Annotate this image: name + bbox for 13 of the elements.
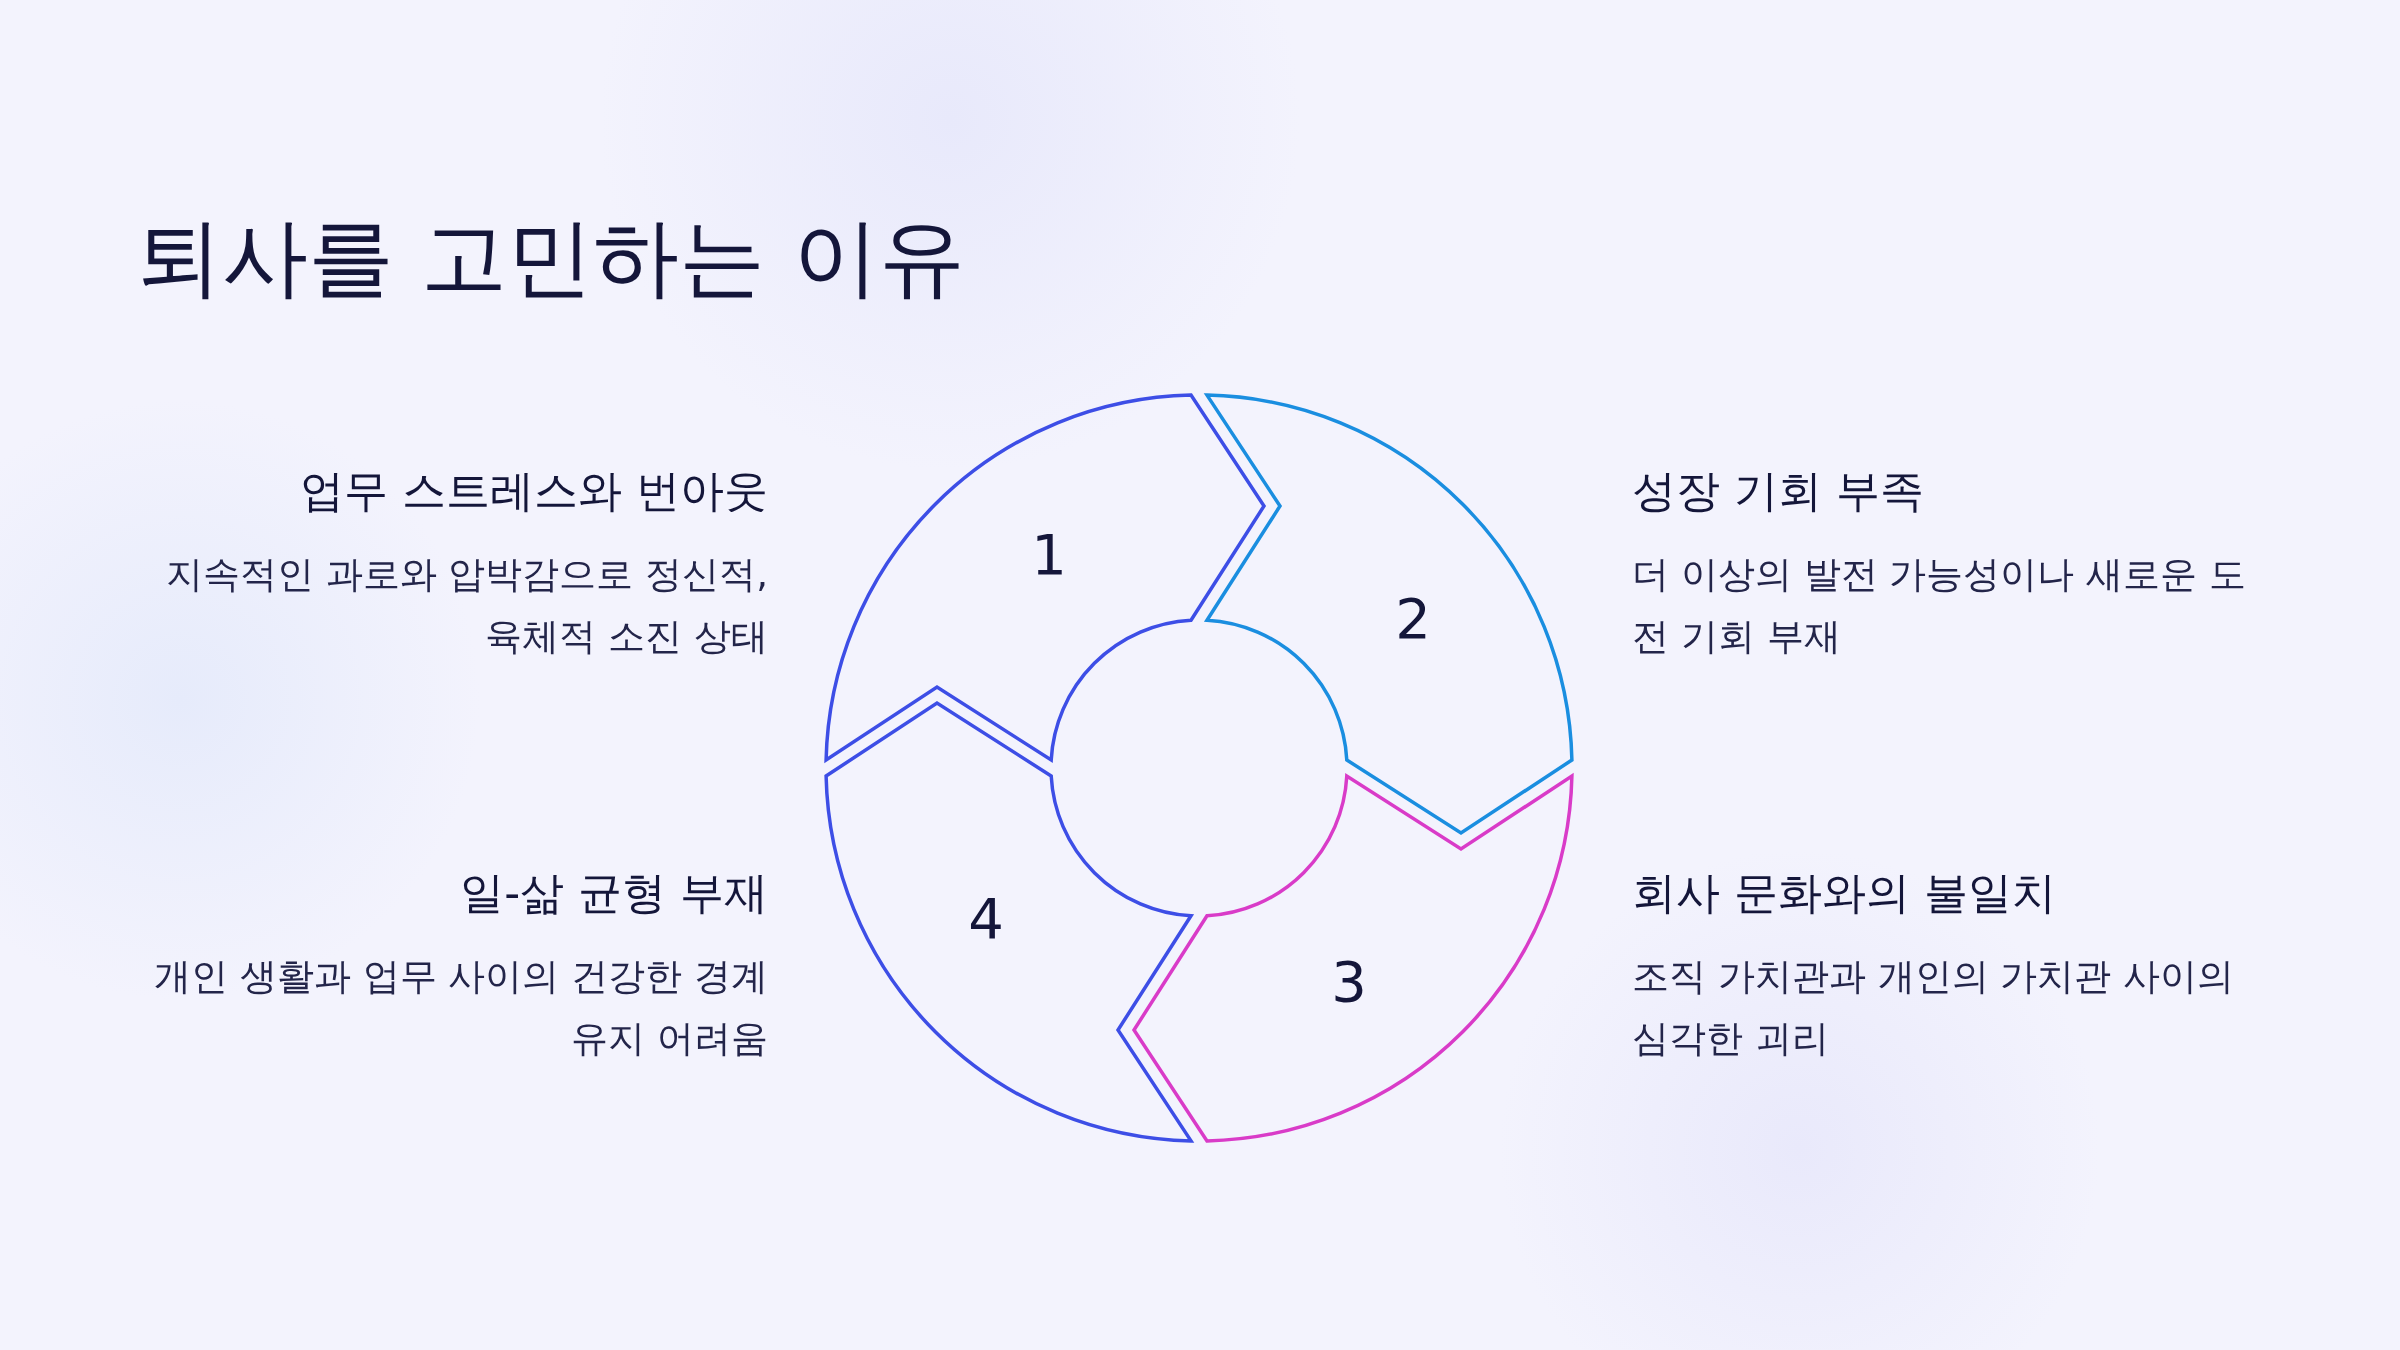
step-number: 3: [1331, 948, 1367, 1014]
step-number: 1: [1031, 521, 1067, 587]
title: 퇴사를 고민하는 이유: [136, 206, 965, 309]
description-text: 더 이상의 발전 가능성이나 새로운 도전 기회 부재: [1632, 552, 2247, 660]
step-number: 4: [968, 885, 1004, 951]
description-text: 지속적인 과로와 압박감으로 정신적, 육체적 소진 상태: [164, 552, 768, 660]
description-text: 조직 가치관과 개인의 가치관 사이의 심각한 괴리: [1632, 954, 2236, 1062]
section-heading: 성장 기회 부족: [1632, 464, 1924, 518]
section-heading: 일-삶 균형 부재: [460, 866, 768, 920]
section-heading: 업무 스트레스와 번아웃: [300, 464, 768, 518]
step-number: 2: [1395, 585, 1431, 651]
section-heading: 회사 문화와의 불일치: [1632, 866, 2056, 920]
description-text: 개인 생활과 업무 사이의 건강한 경계 유지 어려움: [153, 954, 768, 1062]
